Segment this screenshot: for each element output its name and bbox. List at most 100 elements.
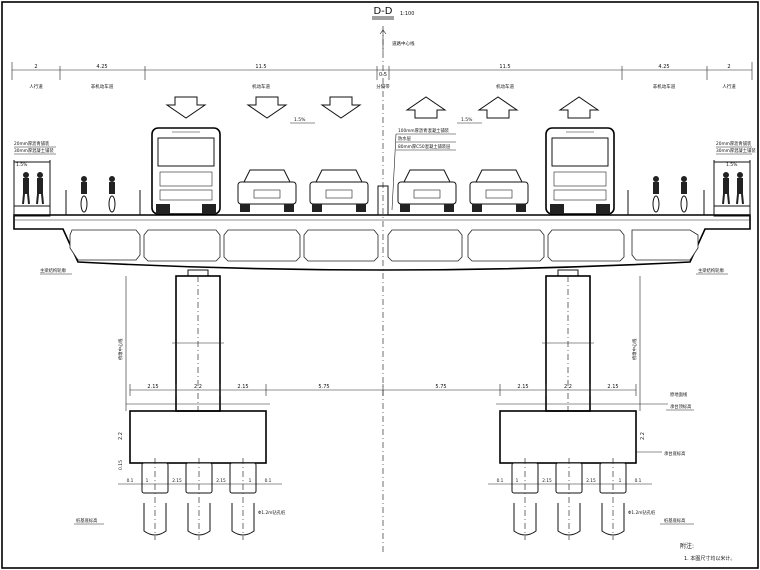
fdim-0: 2.15 bbox=[147, 384, 158, 390]
dim-nonmotor-left: 4.25 bbox=[96, 64, 107, 70]
slope-label-left-walk: 1.5% bbox=[16, 162, 28, 168]
piles-right: 0.1 1 2.15 2.15 1 0.1 Φ1.2m钻孔桩 桩基底标高 bbox=[488, 458, 694, 540]
railing-right bbox=[713, 160, 751, 206]
pdim-right-0: 0.1 bbox=[497, 478, 504, 484]
arrow-up-icon bbox=[558, 96, 600, 119]
fdim-4: 5.75 bbox=[435, 384, 446, 390]
lane-label-nonmotor-right: 非机动车道 bbox=[653, 83, 676, 90]
centerline-label: 道路中心线 bbox=[392, 40, 415, 47]
fdim-2: 2.15 bbox=[237, 384, 248, 390]
note-left-line-2: 30mm厚混凝土铺装 bbox=[14, 147, 54, 154]
car-icon bbox=[237, 169, 297, 212]
bus-icon bbox=[545, 127, 615, 215]
cyclist-icon bbox=[652, 176, 660, 213]
note-left-line-1: 20mm厚沥青铺装 bbox=[14, 140, 50, 147]
arrow-down-icon bbox=[165, 96, 207, 119]
cyclist-icon bbox=[80, 176, 88, 213]
pile-dia-left: Φ1.2m钻孔桩 bbox=[258, 509, 286, 516]
bridge-deck bbox=[13, 160, 751, 271]
cap-offset-left: 0.15 bbox=[118, 460, 124, 470]
piles-left: 0.1 1 2.15 2.15 1 0.1 Φ1.2m钻孔桩 桩基底标高 bbox=[74, 458, 286, 540]
label-beam-right: 主梁结构轮廓 bbox=[698, 267, 724, 274]
pier-height-dims: 桥墩中心线 桥墩中心线 bbox=[117, 276, 641, 411]
median-barrier bbox=[377, 185, 389, 216]
dim-motor-left: 11.5 bbox=[255, 64, 266, 70]
slope-label-left-motor: 1.5% bbox=[294, 117, 306, 123]
note-right-line-2: 30mm厚混凝土铺装 bbox=[716, 147, 756, 154]
lane-label-motor-left: 机动车道 bbox=[252, 83, 270, 90]
note-center-line-3: 80mm厚C50混凝土铺装层 bbox=[398, 143, 451, 150]
dim-sidewalk-left: 2 bbox=[34, 64, 37, 70]
dim-motor-right: 11.5 bbox=[499, 64, 510, 70]
lane-label-motor-right: 机动车道 bbox=[496, 83, 514, 90]
slope-label-right-walk: 1.5% bbox=[726, 162, 738, 168]
lane-posts bbox=[65, 190, 705, 215]
lane-label-sidewalk-right: 人行道 bbox=[722, 83, 736, 90]
notes-item-1: 1. 本图尺寸均以米计。 bbox=[684, 555, 735, 562]
pedestrian-icon bbox=[722, 172, 730, 205]
pedestrian-icon bbox=[22, 172, 30, 205]
arrow-up-icon bbox=[405, 96, 447, 119]
pile-cap-left bbox=[129, 410, 267, 464]
drawing-title: D-D bbox=[373, 6, 392, 17]
top-dimension-chain: 2 4.25 11.5 0.5 11.5 4.25 2 人行道 非机动车道 机动… bbox=[11, 62, 753, 90]
cyclist-icon bbox=[108, 176, 116, 213]
lane-label-sidewalk-left: 人行道 bbox=[29, 83, 43, 90]
dim-nonmotor-right: 4.25 bbox=[658, 64, 669, 70]
car-icon bbox=[397, 169, 457, 212]
arrow-down-icon bbox=[320, 96, 362, 119]
label-pile-left: 桩基底标高 bbox=[76, 517, 98, 524]
pdim-left-1: 1 bbox=[146, 478, 149, 484]
pdim-right-5: 0.1 bbox=[635, 478, 642, 484]
pile-cap-right bbox=[499, 410, 637, 464]
direction-arrows bbox=[165, 96, 600, 119]
label-pile-right: 桩基底标高 bbox=[664, 517, 686, 524]
dim-sidewalk-right: 2 bbox=[727, 64, 730, 70]
pdim-right-1: 1 bbox=[516, 478, 519, 484]
lane-label-median: 分隔带 bbox=[376, 83, 390, 90]
bus-icon bbox=[151, 127, 221, 215]
cap-height-left: 2.2 bbox=[118, 432, 124, 440]
label-cap-bottom: 承台底标高 bbox=[664, 450, 686, 457]
drawing-scale: 1:100 bbox=[400, 11, 414, 17]
cap-height-right: 2.2 bbox=[640, 432, 646, 440]
fdim-7: 2.15 bbox=[607, 384, 618, 390]
railing-left bbox=[13, 160, 51, 206]
fdim-6: 2.2 bbox=[564, 384, 572, 390]
centerline-marker-icon bbox=[379, 29, 387, 52]
ground-line: 原地面线 承台顶标高 bbox=[126, 391, 694, 411]
drawing-notes: 附注: 1. 本图尺寸均以米计。 bbox=[680, 542, 735, 562]
cyclist-icon bbox=[680, 176, 688, 213]
pdim-right-4: 1 bbox=[619, 478, 622, 484]
lane-label-nonmotor-left: 非机动车道 bbox=[91, 83, 114, 90]
foundation-dimension-chain: 2.15 2.2 2.15 5.75 5.75 2.15 2.2 2.15 bbox=[129, 384, 637, 396]
label-pier-right: 桥墩中心线 bbox=[631, 338, 638, 360]
pdim-left-5: 0.1 bbox=[265, 478, 272, 484]
fdim-1: 2.2 bbox=[194, 384, 202, 390]
slope-annotations: 1.5% 1.5% 1.5% 1.5% bbox=[16, 117, 738, 168]
label-beam-left: 主梁结构轮廓 bbox=[40, 267, 66, 274]
label-cap-top: 承台顶标高 bbox=[670, 403, 692, 410]
dim-median: 0.5 bbox=[379, 72, 387, 78]
pdim-left-2: 2.15 bbox=[172, 478, 182, 484]
traffic-figures bbox=[22, 127, 744, 215]
note-right-line-1: 20mm厚沥青铺装 bbox=[716, 140, 752, 147]
barrier-left bbox=[13, 205, 51, 217]
pavement-notes: 20mm厚沥青铺装 30mm厚混凝土铺装 20mm厚沥青铺装 30mm厚混凝土铺… bbox=[14, 127, 756, 211]
arrow-down-icon bbox=[246, 96, 288, 119]
pdim-right-2: 2.15 bbox=[542, 478, 552, 484]
fdim-5: 2.15 bbox=[517, 384, 528, 390]
notes-heading: 附注: bbox=[680, 542, 694, 550]
barrier-right bbox=[713, 205, 751, 217]
pile-dia-right: Φ1.2m钻孔桩 bbox=[628, 509, 656, 516]
car-icon bbox=[469, 169, 529, 212]
box-girder-cells bbox=[69, 229, 699, 262]
label-pier-left: 桥墩中心线 bbox=[117, 338, 124, 360]
label-ground: 原地面线 bbox=[670, 391, 688, 398]
arrow-up-icon bbox=[477, 96, 519, 119]
pdim-right-3: 2.15 bbox=[586, 478, 596, 484]
pdim-left-3: 2.15 bbox=[216, 478, 226, 484]
slope-label-right-motor: 1.5% bbox=[461, 117, 473, 123]
